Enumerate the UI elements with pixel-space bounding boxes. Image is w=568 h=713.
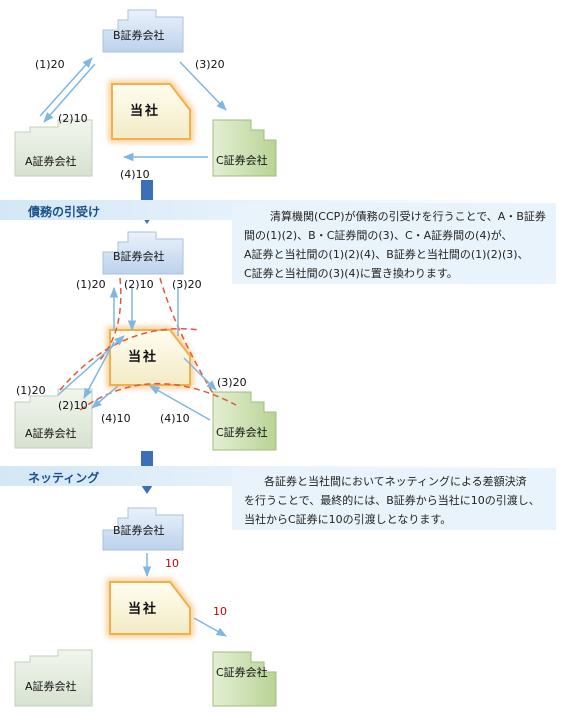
- s1-b-box: [102, 9, 184, 53]
- s2-top-flow-3: (3)20: [172, 278, 202, 291]
- s2-company-b: B証券会社: [113, 250, 165, 263]
- s1-flow-4: (4)10: [120, 168, 150, 181]
- s2-a-box: [14, 388, 93, 449]
- s2-left-flow-1: (1)20: [16, 384, 46, 397]
- s2-company-c: C証券会社: [216, 426, 268, 439]
- s2-center-label: 当社: [128, 350, 159, 365]
- s1-a-box: [14, 119, 93, 177]
- s1-flow-3: (3)20: [195, 58, 225, 71]
- s3-flow-b-to-center: 10: [165, 557, 179, 570]
- s2-top-flow-1: (1)20: [76, 278, 106, 291]
- s1-flow-1: (1)20: [35, 58, 65, 71]
- s2-c-box: [212, 391, 277, 451]
- s3-c-box: [212, 651, 277, 707]
- s2-b-box: [102, 231, 184, 275]
- step1-note-line: 清算機関(CCP)が債務の引受けを行うことで、A・B証券: [270, 210, 546, 223]
- s2-crossed-paths: [59, 277, 237, 411]
- step1-note-line: C証券と当社間の(3)(4)に置き換わります。: [244, 267, 458, 280]
- s2-top-flow-2: (2)10: [124, 278, 154, 291]
- s1-company-c: C証券会社: [216, 154, 268, 167]
- s3-b-box: [102, 507, 184, 551]
- s1-company-b: B証券会社: [113, 29, 165, 42]
- s2-center-box: [106, 326, 194, 389]
- step1-note-line: A証券と当社間の(1)(2)(4)、B証券と当社間の(1)(2)(3)、: [244, 248, 529, 261]
- step1-title: 債務の引受け: [28, 205, 101, 219]
- step2-title: ネッティング: [28, 471, 100, 485]
- s1-company-a: A証券会社: [25, 155, 77, 168]
- step1-note-line: 間の(1)(2)、B・C証券間の(3)、C・A証券間の(4)が、: [244, 229, 513, 242]
- step1-note: 清算機関(CCP)が債務の引受けを行うことで、A・B証券 間の(1)(2)、B・…: [232, 203, 556, 284]
- s1-c-box: [212, 119, 277, 177]
- step2-note-line: 当社からC証券に10の引渡しとなります。: [244, 513, 452, 526]
- s1-center-box: [108, 80, 194, 143]
- s2-company-a: A証券会社: [25, 427, 77, 440]
- s1-flow-2: (2)10: [58, 112, 88, 125]
- s3-center-label: 当社: [128, 602, 159, 617]
- s3-company-a: A証券会社: [25, 680, 77, 693]
- s3-a-box: [14, 649, 93, 707]
- s2-left-flow-2: (2)10: [58, 399, 88, 412]
- step2-note-line: を行うことで、最終的には、B証券から当社に10の引渡し、: [244, 494, 540, 507]
- step2-note-line: 各証券と当社間においてネッティングによる差額決済: [264, 475, 527, 488]
- s2-bottom-flow-4a: (4)10: [101, 412, 131, 425]
- step2-note: 各証券と当社間においてネッティングによる差額決済 を行うことで、最終的には、B証…: [232, 468, 556, 530]
- s3-center-box: [106, 578, 194, 638]
- s1-center-label: 当社: [130, 104, 161, 119]
- s2-right-flow-3: (3)20: [217, 376, 247, 389]
- s2-bottom-flow-4c: (4)10: [160, 412, 190, 425]
- s3-company-c: C証券会社: [216, 666, 268, 679]
- s3-company-b: B証券会社: [113, 524, 165, 537]
- s3-flow-center-to-c: 10: [213, 605, 227, 618]
